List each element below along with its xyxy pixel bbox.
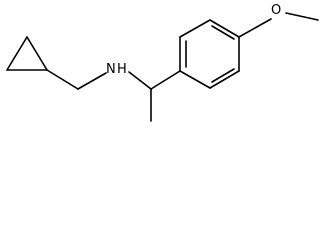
ring-bond-2 bbox=[26, 36, 48, 71]
structure-diagram: N H O bbox=[6, 3, 319, 122]
bond-o-methyl bbox=[285, 12, 319, 21]
bond-ring-ch2 bbox=[46, 69, 79, 90]
aromatic-bond-3 bbox=[209, 19, 240, 38]
double-bond-inner-3 bbox=[211, 68, 235, 83]
bond-ch-ring bbox=[150, 70, 181, 90]
bond-ch2-n bbox=[77, 72, 107, 90]
aromatic-bond-6 bbox=[179, 70, 211, 89]
ether-oxygen-label: O bbox=[271, 3, 281, 18]
bond-n-ch bbox=[128, 71, 152, 90]
amine-h-label: H bbox=[117, 62, 127, 77]
double-bond-inner-2 bbox=[211, 25, 235, 40]
aromatic-bond-2 bbox=[179, 19, 211, 38]
molecule-svg: N H O bbox=[6, 3, 319, 122]
cyclopropyl-ring bbox=[6, 36, 48, 71]
bond-ring-o bbox=[238, 18, 272, 38]
aromatic-bond-5 bbox=[209, 70, 240, 89]
amine-n-label: N bbox=[106, 62, 116, 77]
ring-bond-1 bbox=[6, 36, 28, 71]
amine-group: N H bbox=[106, 62, 127, 77]
benzene-ring bbox=[179, 19, 240, 89]
